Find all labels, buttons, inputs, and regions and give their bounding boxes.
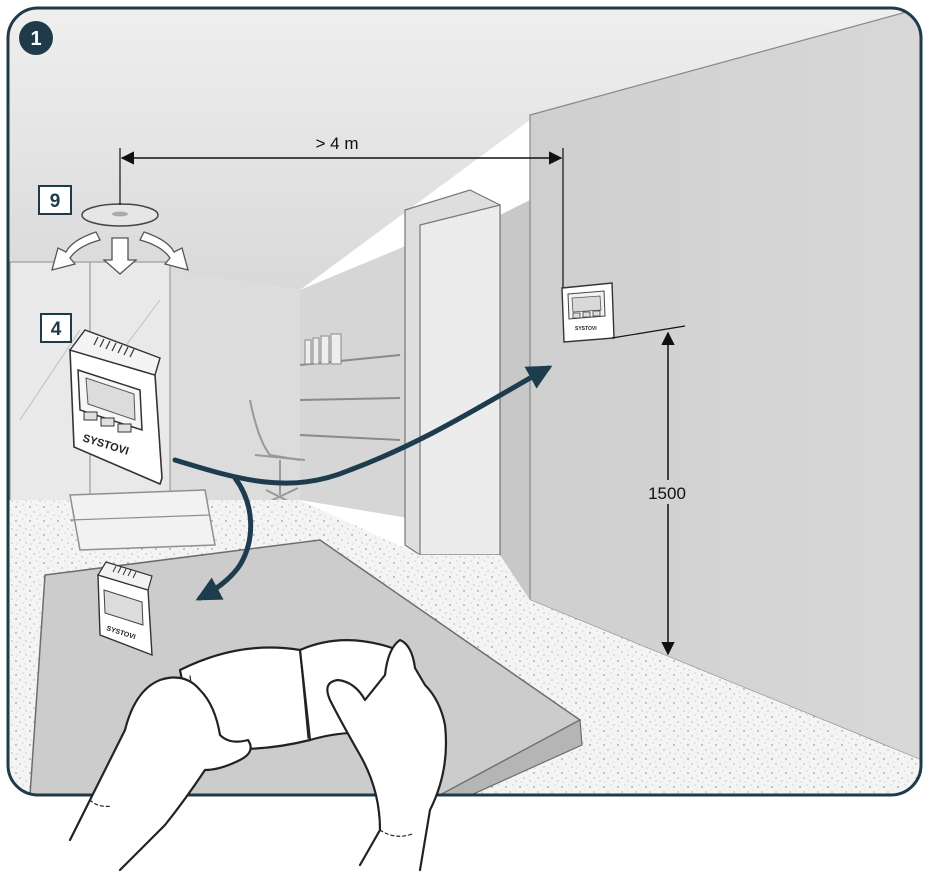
distance-label: > 4 m [316,134,359,153]
height-label: 1500 [648,484,686,503]
step-number: 1 [30,28,41,50]
column [405,190,500,555]
ceiling-diffuser [82,204,158,226]
svg-text:4: 4 [51,319,62,340]
callout-room-unit: 4 [41,314,71,342]
svg-text:9: 9 [50,191,61,212]
wall-mounted-thermostat: SYSTOVI [562,283,614,342]
sofa [70,490,215,550]
callout-ceiling-unit: 9 [39,186,71,214]
brand-label-wall: SYSTOVI [575,326,597,332]
